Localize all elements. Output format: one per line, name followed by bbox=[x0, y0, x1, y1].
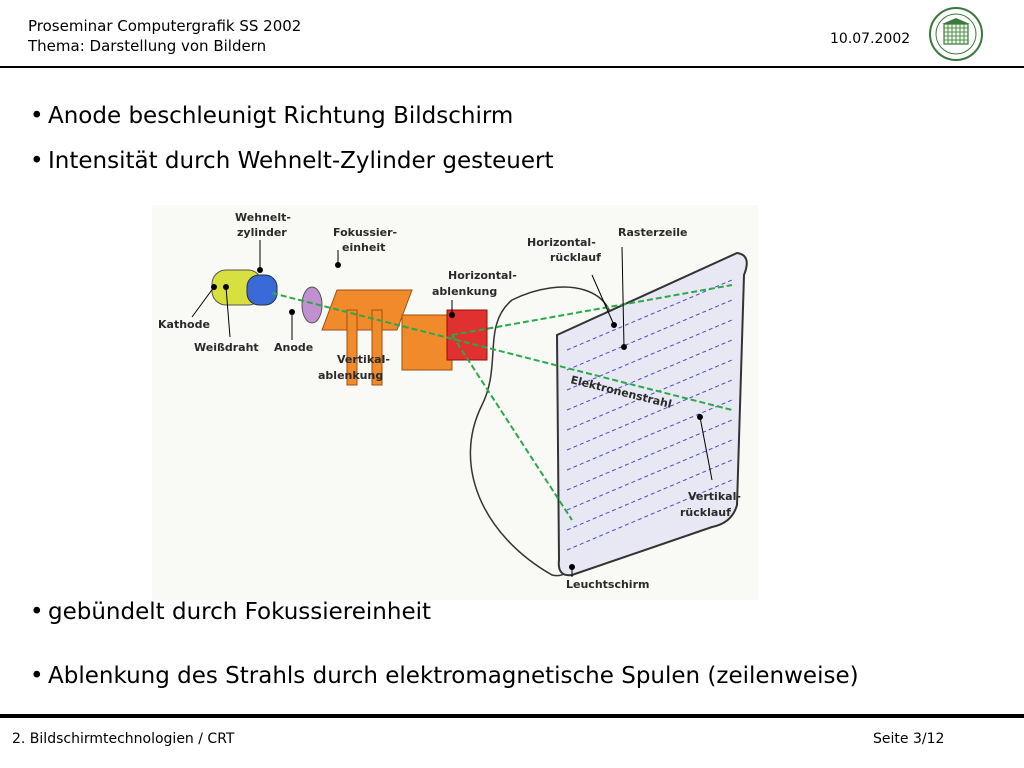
bullet-item: •Ablenkung des Strahls durch elektromagn… bbox=[30, 663, 859, 689]
label-horizontal-ablenkung-1: Horizontal- bbox=[448, 269, 517, 282]
label-fokus-1: Fokussier- bbox=[333, 226, 397, 239]
crt-diagram: Wehnelt- zylinder Fokussier- einheit Hor… bbox=[152, 205, 758, 600]
label-leuchtschirm: Leuchtschirm bbox=[566, 578, 649, 591]
bullet-text: Intensität durch Wehnelt-Zylinder gesteu… bbox=[48, 148, 554, 174]
bullet-item: •Intensität durch Wehnelt-Zylinder geste… bbox=[30, 148, 554, 174]
label-vertikal-ablenkung-2: ablenkung bbox=[318, 369, 383, 382]
label-kathode: Kathode bbox=[158, 318, 210, 331]
bullet-item: •gebündelt durch Fokussiereinheit bbox=[30, 599, 432, 625]
label-weissdraht: Weißdraht bbox=[194, 341, 259, 354]
label-wehnelt-1: Wehnelt- bbox=[235, 211, 291, 224]
bullet-text: gebündelt durch Fokussiereinheit bbox=[48, 599, 432, 625]
label-anode: Anode bbox=[274, 341, 313, 354]
label-horizontal-ablenkung-2: ablenkung bbox=[432, 285, 497, 298]
slide-header: Proseminar Computergrafik SS 2002 Thema:… bbox=[28, 16, 301, 56]
label-vertikal-ruecklauf-2: rücklauf bbox=[680, 506, 731, 519]
footer-divider bbox=[0, 714, 1024, 718]
label-vertikal-ablenkung-1: Vertikal- bbox=[337, 353, 390, 366]
header-divider bbox=[0, 66, 1024, 68]
slide-topic: Thema: Darstellung von Bildern bbox=[28, 37, 267, 55]
label-fokus-2: einheit bbox=[342, 241, 385, 254]
label-wehnelt-2: zylinder bbox=[237, 226, 287, 239]
footer-chapter: 2. Bildschirmtechnologien / CRT bbox=[12, 731, 235, 747]
label-vertikal-ruecklauf-1: Vertikal- bbox=[688, 490, 741, 503]
bullet-item: •Anode beschleunigt Richtung Bildschirm bbox=[30, 103, 514, 129]
bullet-text: Ablenkung des Strahls durch elektromagne… bbox=[48, 663, 859, 689]
page-number: Seite 3/12 bbox=[873, 731, 945, 747]
label-rasterzeile: Rasterzeile bbox=[618, 226, 687, 239]
course-title: Proseminar Computergrafik SS 2002 bbox=[28, 17, 302, 35]
label-horizontal-ruecklauf-1: Horizontal- bbox=[527, 236, 596, 249]
slide-date: 10.07.2002 bbox=[830, 31, 911, 47]
bullet-text: Anode beschleunigt Richtung Bildschirm bbox=[48, 103, 514, 129]
university-seal-logo bbox=[929, 7, 983, 61]
label-horizontal-ruecklauf-2: rücklauf bbox=[550, 251, 601, 264]
